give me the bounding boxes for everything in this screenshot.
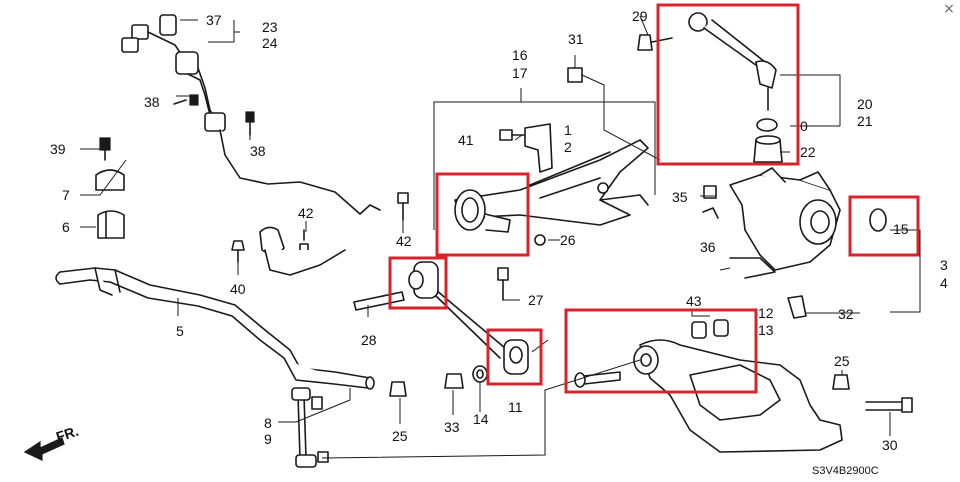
lower-control-arm bbox=[574, 319, 843, 453]
highlight-boxes bbox=[388, 3, 920, 394]
callout-32: 32 bbox=[838, 306, 854, 322]
callout-2: 2 bbox=[564, 139, 572, 155]
callout-16: 16 bbox=[512, 47, 528, 63]
callout-33: 33 bbox=[444, 419, 460, 435]
callout-31: 31 bbox=[568, 31, 584, 47]
fasteners bbox=[231, 34, 913, 413]
callout-37: 37 bbox=[206, 12, 222, 28]
highlight-lateral-link-inner bbox=[388, 256, 448, 310]
callout-3: 3 bbox=[940, 257, 948, 273]
rear-knuckle-hub bbox=[729, 167, 887, 279]
callout-7: 7 bbox=[62, 187, 70, 203]
highlight-trailing-arm-bushing bbox=[435, 172, 530, 257]
callout-6: 6 bbox=[62, 219, 70, 235]
highlight-lateral-link-outer bbox=[486, 328, 543, 386]
highlight-lower-arm-front bbox=[564, 308, 758, 394]
callout-1: 1 bbox=[564, 122, 572, 138]
callout-43: 43 bbox=[686, 293, 702, 309]
callout-42: 42 bbox=[298, 205, 314, 221]
diagram-code: S3V4B2900C bbox=[812, 465, 879, 477]
callout-29: 29 bbox=[632, 8, 648, 24]
front-label: FR. bbox=[54, 423, 80, 445]
callout-0: 0 bbox=[800, 118, 808, 134]
callout-9: 9 bbox=[264, 431, 272, 447]
stabilizer-bar bbox=[55, 267, 375, 390]
callout-25: 25 bbox=[392, 428, 408, 444]
callout-40: 40 bbox=[230, 281, 246, 297]
callout-27: 27 bbox=[528, 292, 544, 308]
callout-15: 15 bbox=[893, 221, 909, 237]
callout-22: 22 bbox=[800, 144, 816, 160]
callout-4: 4 bbox=[940, 275, 948, 291]
upper-control-arm bbox=[688, 12, 783, 163]
callout-42: 42 bbox=[396, 233, 412, 249]
callout-36: 36 bbox=[700, 239, 716, 255]
highlight-knuckle-bushing bbox=[848, 195, 920, 257]
callout-13: 13 bbox=[758, 322, 774, 338]
abs-sensor-harness bbox=[121, 14, 381, 215]
callout-26: 26 bbox=[560, 232, 576, 248]
callout-38: 38 bbox=[144, 94, 160, 110]
stabilizer-bushings bbox=[95, 137, 125, 239]
callout-8: 8 bbox=[264, 415, 272, 431]
callout-14: 14 bbox=[473, 411, 489, 427]
callout-41: 41 bbox=[458, 132, 474, 148]
front-arrow: FR. bbox=[23, 423, 80, 461]
close-icon[interactable]: × bbox=[943, 1, 955, 17]
callout-12: 12 bbox=[758, 305, 774, 321]
callout-25: 25 bbox=[834, 353, 850, 369]
callout-numbers: 37 23 24 38 38 39 7 6 5 40 42 42 41 1 2 … bbox=[50, 8, 948, 453]
callout-30: 30 bbox=[882, 437, 898, 453]
callout-28: 28 bbox=[361, 332, 377, 348]
leader-lines bbox=[80, 15, 921, 459]
callout-17: 17 bbox=[512, 65, 528, 81]
callout-21: 21 bbox=[857, 113, 873, 129]
callout-11: 11 bbox=[508, 399, 523, 415]
callout-39: 39 bbox=[50, 141, 66, 157]
callout-23: 23 bbox=[262, 19, 278, 35]
trailing-arm bbox=[454, 123, 649, 233]
callout-38: 38 bbox=[250, 143, 266, 159]
callout-24: 24 bbox=[262, 35, 278, 51]
callout-20: 20 bbox=[857, 96, 873, 112]
highlight-upper-arm bbox=[656, 3, 800, 166]
callout-35: 35 bbox=[672, 189, 688, 205]
callout-5: 5 bbox=[176, 323, 184, 339]
stabilizer-link bbox=[291, 387, 329, 468]
